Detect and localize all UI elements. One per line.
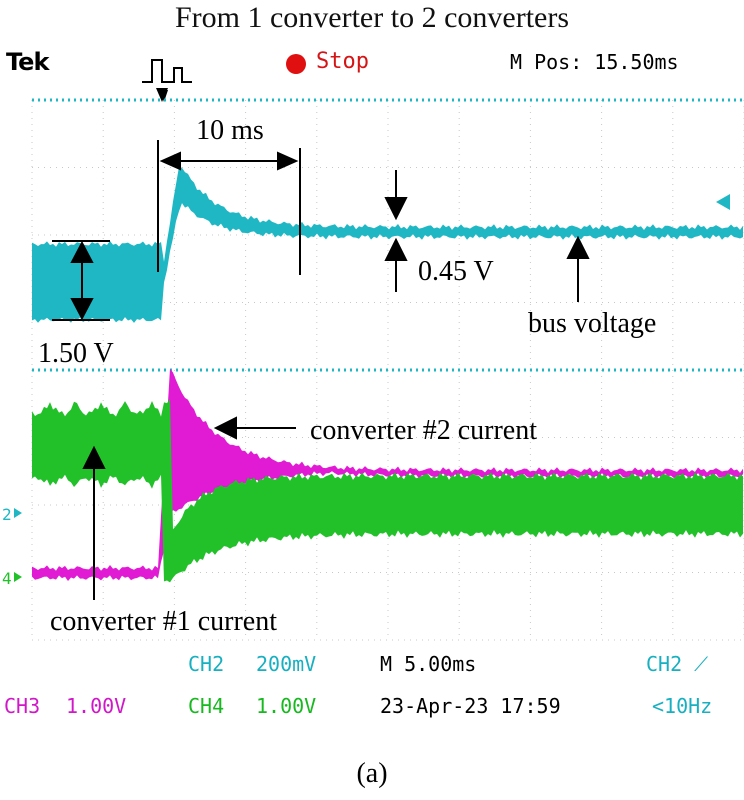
timebase: M 5.00ms bbox=[380, 652, 477, 676]
graticule bbox=[31, 98, 744, 641]
ch4-scale: 1.00V bbox=[256, 694, 317, 718]
converter-1-current-label: converter #1 current bbox=[50, 606, 277, 637]
ch4-label: CH4 bbox=[188, 694, 225, 718]
ch3-label: CH3 bbox=[4, 694, 41, 718]
annotation-marks bbox=[52, 140, 590, 600]
trigger-source: CH2 ⟋ bbox=[646, 652, 709, 676]
ch2-marker: 2 bbox=[2, 505, 12, 524]
converter-1-current-trace bbox=[32, 399, 743, 583]
time-span-label: 10 ms bbox=[196, 115, 264, 146]
figure-title: From 1 converter to 2 converters bbox=[174, 1, 570, 34]
waveforms bbox=[32, 166, 743, 583]
bus-voltage-label: bus voltage bbox=[528, 308, 656, 339]
trigger-level-icon bbox=[716, 194, 730, 210]
m-position: M Pos: 15.50ms bbox=[510, 50, 679, 74]
run-state: Stop bbox=[316, 49, 369, 74]
waveform-display: 10 ms 1.50 V 0.45 V bus voltage converte… bbox=[2, 88, 744, 641]
ripple-before-label: 1.50 V bbox=[38, 338, 114, 369]
trigger-frequency: <10Hz bbox=[652, 694, 713, 718]
datetime: 23-Apr-23 17:59 bbox=[380, 694, 561, 718]
trigger-position-icon bbox=[156, 88, 168, 102]
ripple-after-label: 0.45 V bbox=[418, 256, 494, 287]
converter-2-current-trace bbox=[32, 368, 743, 581]
oscilloscope-screen: Tek Stop M Pos: 15.50ms bbox=[0, 40, 744, 730]
ch3-scale: 1.00V bbox=[66, 694, 127, 718]
converter-2-current-label: converter #2 current bbox=[310, 415, 537, 446]
bus-voltage-trace bbox=[32, 166, 743, 323]
ch4-marker: 4 bbox=[2, 569, 12, 588]
stop-indicator-icon bbox=[286, 54, 306, 74]
ch2-scale: 200mV bbox=[256, 652, 317, 676]
brand-logo: Tek bbox=[6, 48, 49, 76]
figure-caption: (a) bbox=[356, 758, 388, 789]
ch2-label: CH2 bbox=[188, 652, 225, 676]
